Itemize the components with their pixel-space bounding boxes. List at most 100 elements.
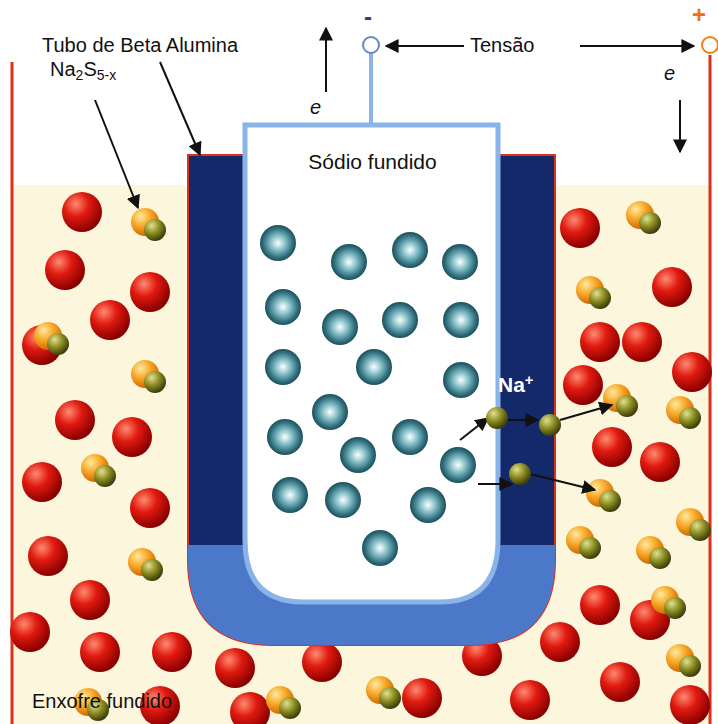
sodium-atom [325, 482, 361, 518]
sodium-ion [539, 414, 561, 436]
sulfur-atom [592, 427, 632, 467]
sulfur-atom [70, 580, 110, 620]
sodium-atom [392, 419, 428, 455]
ion-arrow [530, 474, 595, 490]
sodium-atom [260, 225, 296, 261]
polysulfide-sodium [599, 490, 621, 512]
sodium-chamber [245, 125, 498, 602]
sulfur-atom [510, 680, 550, 720]
negative-terminal [363, 37, 379, 53]
polysulfide-sodium [94, 465, 116, 487]
electron-symbol: e [310, 96, 321, 118]
compound-label: Na2S5-x [50, 58, 116, 84]
sulfur-atom [10, 612, 50, 652]
sodium-chamber-region: Sódio fundido [250, 150, 495, 174]
voltage-arrow [386, 45, 464, 47]
sodium-atom [265, 289, 301, 325]
sodium-atom [443, 362, 479, 398]
sulfur-atom [80, 632, 120, 672]
sodium-ion [486, 407, 508, 429]
part-label: Enxofre fundido [32, 690, 172, 712]
sodium-atom [312, 394, 348, 430]
sulfur-particles [10, 192, 712, 724]
polysulfide-sodium [679, 655, 701, 677]
sulfur-atom [560, 208, 600, 248]
sulfur-atom [622, 322, 662, 362]
ion-arrow [560, 405, 612, 420]
sodium-atom [356, 349, 392, 385]
sulfur-atom [112, 417, 152, 457]
sulfur-atom [45, 250, 85, 290]
sodium-atom [382, 302, 418, 338]
sodium-atom [362, 530, 398, 566]
sulfur-atom [230, 692, 270, 724]
sodium-ions [460, 405, 612, 490]
polysulfide-sodium [689, 519, 711, 541]
sodium-atom [442, 244, 478, 280]
electron-symbol: e [664, 62, 675, 84]
sulfur-atom [62, 192, 102, 232]
polysulfide-sodium [649, 547, 671, 569]
sulfur-atom [130, 488, 170, 528]
sodium-atom [410, 487, 446, 523]
part-label: Tubo de Beta Alumina [42, 34, 238, 56]
sulfur-atom [580, 585, 620, 625]
sulfur-atom [670, 685, 710, 724]
sodium-atom [443, 302, 479, 338]
polysulfide-sodium [144, 219, 166, 241]
polysulfide-sodium [616, 395, 638, 417]
sulfur-atom [55, 400, 95, 440]
sodium-atom [272, 477, 308, 513]
polysulfide-sodium [279, 697, 301, 719]
sodium-atom [331, 244, 367, 280]
polysulfide-sodium [144, 371, 166, 393]
sulfur-atom [652, 267, 692, 307]
region-label: Sódio fundido [250, 150, 495, 174]
sulfur-atom [563, 365, 603, 405]
sodium-atom [440, 447, 476, 483]
polarity-sign: - [364, 4, 372, 30]
polysulfide-sodium [679, 407, 701, 429]
polysulfide-sodium [589, 287, 611, 309]
polysulfide-sodium [579, 537, 601, 559]
polysulfide-sodium [639, 212, 661, 234]
leader-line [95, 100, 138, 208]
sodium-atom [322, 309, 358, 345]
polysulfide-sodium [141, 559, 163, 581]
sulfur-atom [28, 536, 68, 576]
polysulfide-sodium [379, 687, 401, 709]
electron-arrow [679, 100, 681, 152]
sulfur-atom [640, 442, 680, 482]
sulfur-atom [672, 352, 712, 392]
sodium-atom [267, 419, 303, 455]
ion-arrow [460, 418, 488, 440]
negative-lead [369, 53, 373, 125]
sulfur-atom [22, 462, 62, 502]
sodium-atoms [260, 225, 479, 566]
sodium-atom [265, 349, 301, 385]
sodium-ion [509, 463, 531, 485]
sulfur-atom [580, 322, 620, 362]
sodium-atom [392, 232, 428, 268]
sulfur-atom [600, 662, 640, 702]
electron-arrow [325, 28, 327, 92]
polysulfide-sodium [664, 597, 686, 619]
sulfur-atom [402, 678, 442, 718]
sulfur-atom [215, 648, 255, 688]
sulfur-atom [540, 622, 580, 662]
sulfur-atom [130, 272, 170, 312]
voltage-arrow [580, 45, 694, 47]
ion-arrow [478, 483, 512, 485]
voltage-label: Tensão [470, 34, 535, 56]
sulfur-atom [90, 300, 130, 340]
sulfur-atom [302, 642, 342, 682]
sodium-atom [340, 437, 376, 473]
sulfur-atom [152, 632, 192, 672]
positive-terminal [702, 37, 718, 53]
sulfur-melt [12, 185, 712, 724]
cell-wall [709, 55, 712, 724]
leader-line [160, 62, 200, 155]
ion-label: Na+ [498, 372, 533, 396]
